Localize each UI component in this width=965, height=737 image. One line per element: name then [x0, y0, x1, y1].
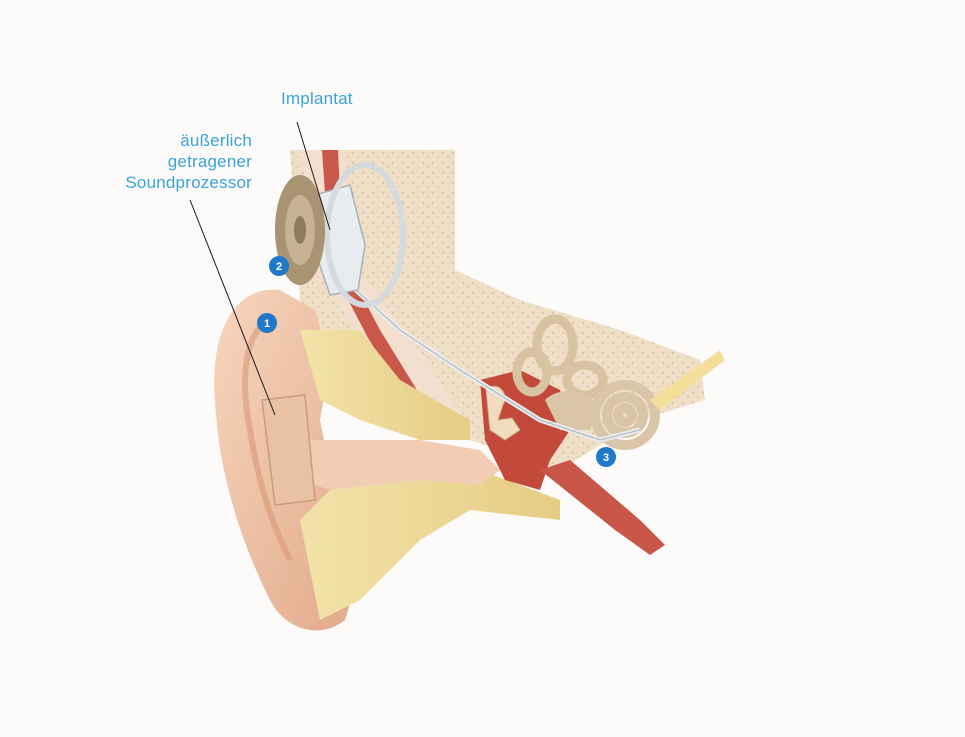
sound-processor-label-line-2: getragener: [125, 151, 252, 172]
sound-processor-label-line-1: äußerlich: [125, 130, 252, 151]
svg-text:2: 2: [276, 261, 282, 273]
implant-label: Implantat: [281, 88, 353, 109]
lower-fat-layer: [300, 470, 560, 620]
sound-processor-label-line-3: Soundprozessor: [125, 172, 252, 193]
marker-2: 2: [269, 256, 289, 276]
svg-text:1: 1: [264, 318, 270, 330]
marker-1: 1: [257, 313, 277, 333]
svg-text:3: 3: [603, 452, 609, 464]
sound-processor-label: äußerlich getragener Soundprozessor: [125, 130, 252, 193]
marker-3: 3: [596, 447, 616, 467]
